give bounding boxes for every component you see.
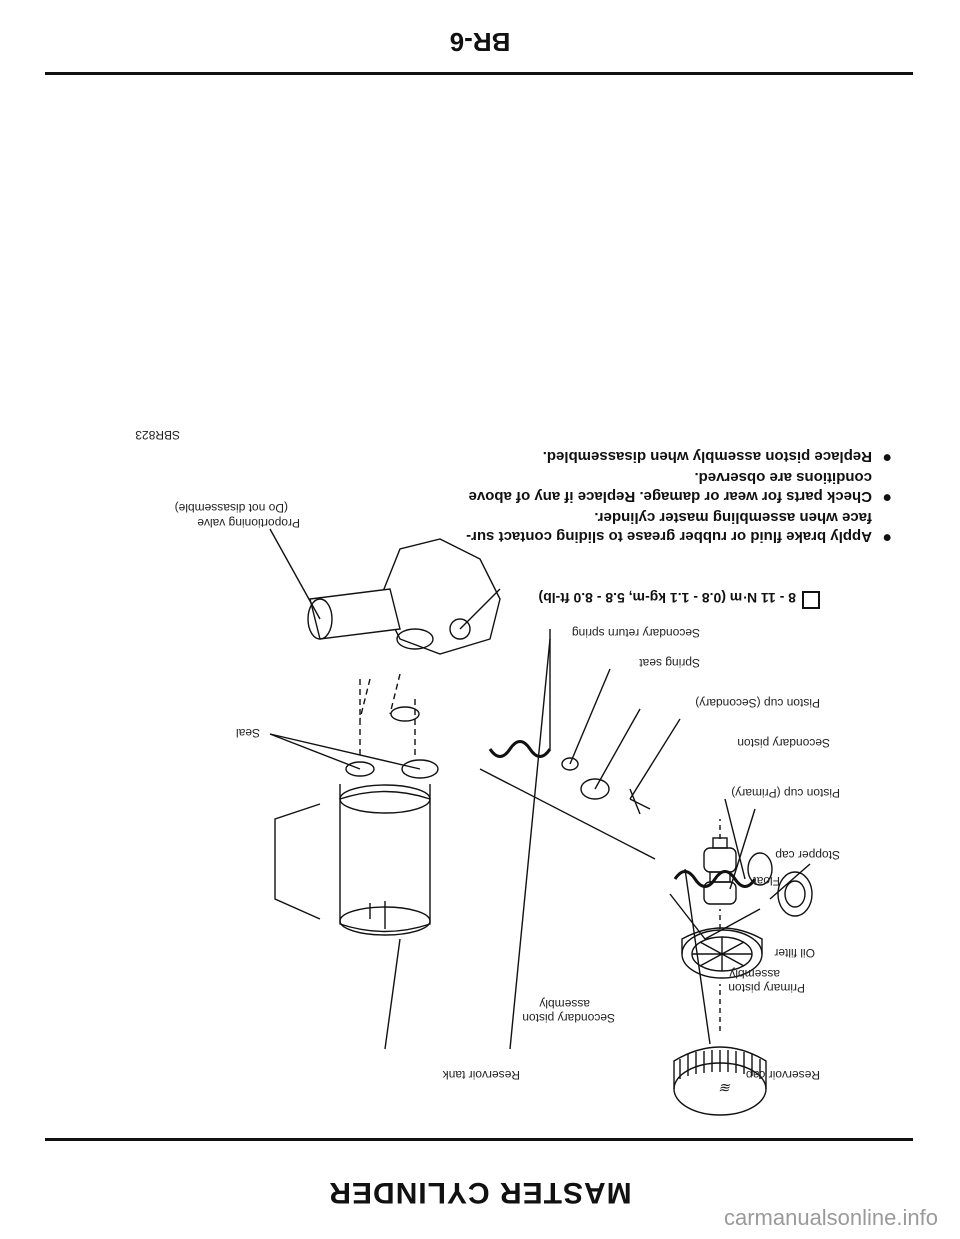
label-oil-filter: Oil filter: [774, 946, 815, 960]
label-do-not-disassemble: (Do not disassemble): [175, 501, 288, 515]
label-proportioning-valve: Proportioning valve: [197, 516, 300, 530]
label-secondary-piston: Secondary piston: [737, 736, 830, 750]
label-secondary-piston-assembly-1: Secondary piston: [522, 1011, 615, 1025]
note-line-2: face when assembling master cylinder.: [594, 509, 872, 526]
label-reservoir-cap: Reservoir cap: [746, 1068, 820, 1082]
watermark: carmanualsonline.info: [723, 1205, 938, 1230]
note-bullet-2: ●: [882, 489, 892, 506]
note-bullet-1: ●: [882, 529, 892, 546]
label-secondary-return-spring: Secondary return spring: [572, 626, 700, 640]
label-piston-cup-primary: Piston cup (Primary): [731, 786, 840, 800]
svg-text:≋: ≋: [719, 1080, 732, 1096]
footer-rule: [45, 72, 913, 75]
note-line-5: Replace piston assembly when disassemble…: [542, 448, 872, 465]
label-primary-piston-assembly-1: Primary piston: [728, 981, 805, 995]
label-primary-piston-assembly-2: assembly: [729, 967, 780, 981]
figure-code: SBR823: [135, 428, 180, 442]
note-line-1: Apply brake fluid or rubber grease to sl…: [466, 528, 872, 545]
label-spring-seat: Spring seat: [639, 656, 700, 670]
torque-spec: 8 - 11 N·m (0.8 - 1.1 kg-m, 5.8 - 8.0 ft…: [538, 590, 820, 609]
label-piston-cup-secondary: Piston cup (Secondary): [695, 696, 820, 710]
reservoir-tank-part: [339, 784, 431, 936]
float-part: [703, 837, 737, 905]
label-secondary-piston-assembly-2: assembly: [539, 997, 590, 1011]
piston-parts: [449, 618, 813, 917]
note-bullet-3: ●: [882, 449, 892, 466]
reservoir-cap-part: ≋: [673, 1046, 767, 1116]
label-float: Float: [753, 874, 780, 888]
label-seal: Seal: [236, 726, 260, 740]
page-number: BR-6: [449, 27, 511, 57]
note-line-4: conditions are observed.: [694, 469, 872, 486]
label-stopper-cap: Stopper cap: [775, 848, 840, 862]
label-reservoir-tank: Reservoir tank: [442, 1068, 520, 1082]
note-line-3: Check parts for wear or damage. Replace …: [468, 488, 872, 505]
master-cylinder-body: [307, 538, 501, 720]
wrench-icon: [802, 591, 820, 609]
